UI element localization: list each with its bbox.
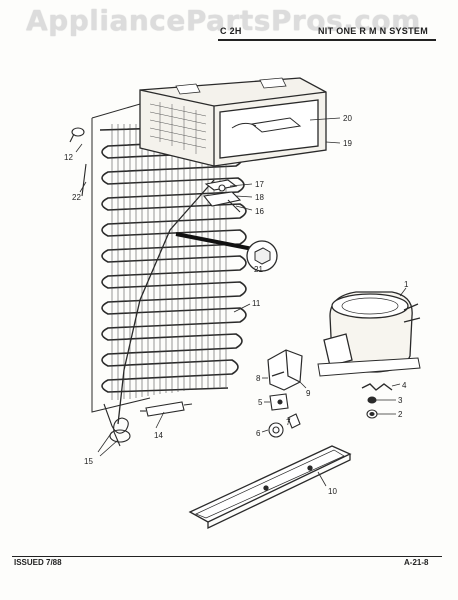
- callout-8: 8: [256, 374, 261, 383]
- callout-19: 19: [343, 139, 352, 148]
- callout-12: 12: [64, 153, 73, 162]
- clamp-part: [69, 127, 87, 197]
- leader-lines: [75, 117, 407, 487]
- callout-20: 20: [343, 114, 352, 123]
- callout-3: 3: [398, 396, 403, 405]
- issued-date: ISSUED 7/88: [14, 558, 62, 567]
- header-model-fragment: C 2H: [220, 26, 242, 36]
- header-rule: [218, 39, 436, 41]
- watermark-logo: AppliancePartsPros.com: [26, 4, 421, 37]
- callout-5: 5: [258, 398, 263, 407]
- callout-22: 22: [72, 193, 81, 202]
- callout-14: 14: [154, 431, 163, 440]
- defrost-heater-assembly: [202, 179, 242, 213]
- detail-inset: [175, 232, 278, 272]
- evaporator-box: [139, 77, 327, 167]
- callout-9: 9: [306, 389, 311, 398]
- callout-16: 16: [255, 207, 264, 216]
- callout-labels: 20 19 17 18 16 21 11 12 22 14 15 1 4 3 2…: [64, 114, 409, 496]
- header-section-title: NIT ONE R M N SYSTEM: [318, 26, 429, 36]
- callout-6: 6: [256, 429, 261, 438]
- page-code: A-21-8: [404, 558, 429, 567]
- overload-protector: [268, 413, 301, 438]
- callout-10: 10: [328, 487, 337, 496]
- filter-drier: [140, 401, 193, 417]
- capillary-tube: [103, 403, 131, 447]
- terminal-cover: [267, 349, 303, 391]
- callout-11: 11: [252, 299, 261, 308]
- drain-pan: [188, 445, 352, 530]
- callout-17: 17: [255, 180, 264, 189]
- callout-2: 2: [398, 410, 403, 419]
- footer-rule: [12, 556, 442, 557]
- condenser-coil: [91, 103, 247, 425]
- callout-15: 15: [84, 457, 93, 466]
- start-relay: [269, 393, 289, 411]
- callout-18: 18: [255, 193, 264, 202]
- callout-1: 1: [404, 280, 409, 289]
- callout-21: 21: [254, 265, 263, 274]
- compressor: [317, 291, 421, 377]
- callout-4: 4: [402, 381, 407, 390]
- callout-7: 7: [286, 418, 291, 427]
- mounting-hardware: [361, 383, 393, 419]
